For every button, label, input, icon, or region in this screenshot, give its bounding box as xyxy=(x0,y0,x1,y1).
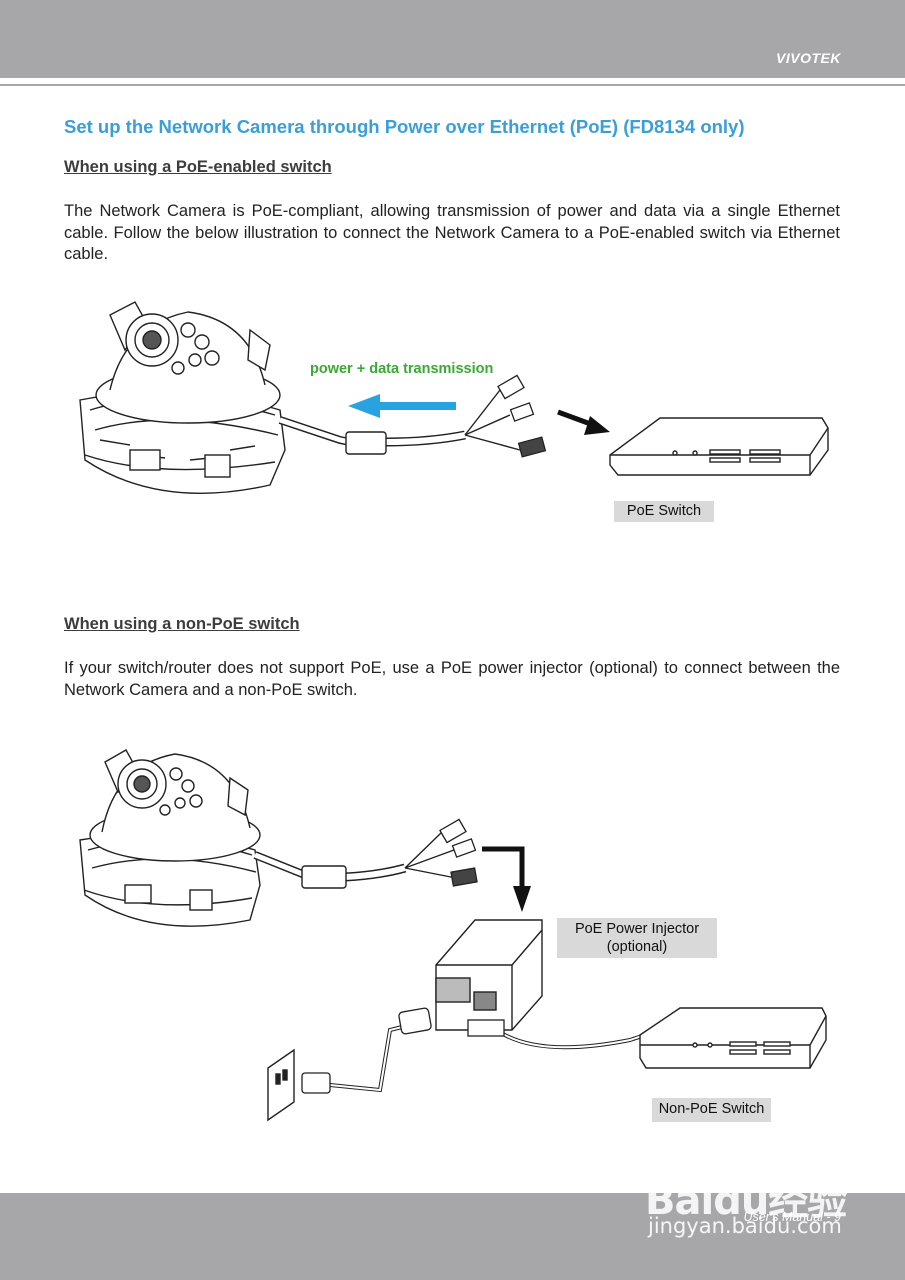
power-plug xyxy=(302,1073,330,1093)
dc-plug xyxy=(453,839,476,857)
audio-plug xyxy=(451,868,477,886)
poe-switch-paragraph: The Network Camera is PoE-compliant, all… xyxy=(64,201,840,266)
header-bar xyxy=(0,0,905,78)
poe-injector-label-line2: (optional) xyxy=(557,938,717,956)
ferrite-core xyxy=(346,432,386,454)
brand-name: VIVOTEK xyxy=(776,50,841,66)
arrow-left-icon xyxy=(348,394,456,418)
header-divider xyxy=(0,84,905,86)
wall-outlet-icon xyxy=(268,1050,294,1120)
audio-plug xyxy=(519,437,546,457)
power-connector xyxy=(398,1008,431,1035)
ferrite-core xyxy=(302,866,346,888)
watermark-url: jingyan.baidu.com xyxy=(648,1214,842,1238)
arrow-down-icon xyxy=(513,886,531,912)
ethernet-plug xyxy=(498,375,524,398)
ethernet-plug xyxy=(468,1020,504,1036)
non-poe-switch-paragraph: If your switch/router does not support P… xyxy=(64,658,840,701)
poe-switch-label: PoE Switch xyxy=(614,501,714,522)
ethernet-plug xyxy=(440,819,466,842)
camera-illustration xyxy=(80,750,260,926)
arrow-right-icon xyxy=(584,416,610,435)
poe-connection-diagram xyxy=(70,290,840,530)
poe-switch-heading: When using a PoE-enabled switch xyxy=(64,158,332,177)
non-poe-connection-diagram xyxy=(70,740,840,1130)
poe-injector-label: PoE Power Injector (optional) xyxy=(557,918,717,958)
poe-switch-illustration xyxy=(610,418,828,475)
poe-injector-label-line1: PoE Power Injector xyxy=(557,918,717,938)
non-poe-switch-illustration xyxy=(640,1008,826,1068)
section-title: Set up the Network Camera through Power … xyxy=(64,116,745,138)
non-poe-switch-label: Non-PoE Switch xyxy=(652,1098,771,1122)
transmission-label: power + data transmission xyxy=(310,361,493,377)
camera-illustration xyxy=(80,302,285,493)
poe-injector-illustration xyxy=(436,920,542,1030)
dc-plug xyxy=(511,403,534,421)
non-poe-switch-heading: When using a non-PoE switch xyxy=(64,615,300,634)
